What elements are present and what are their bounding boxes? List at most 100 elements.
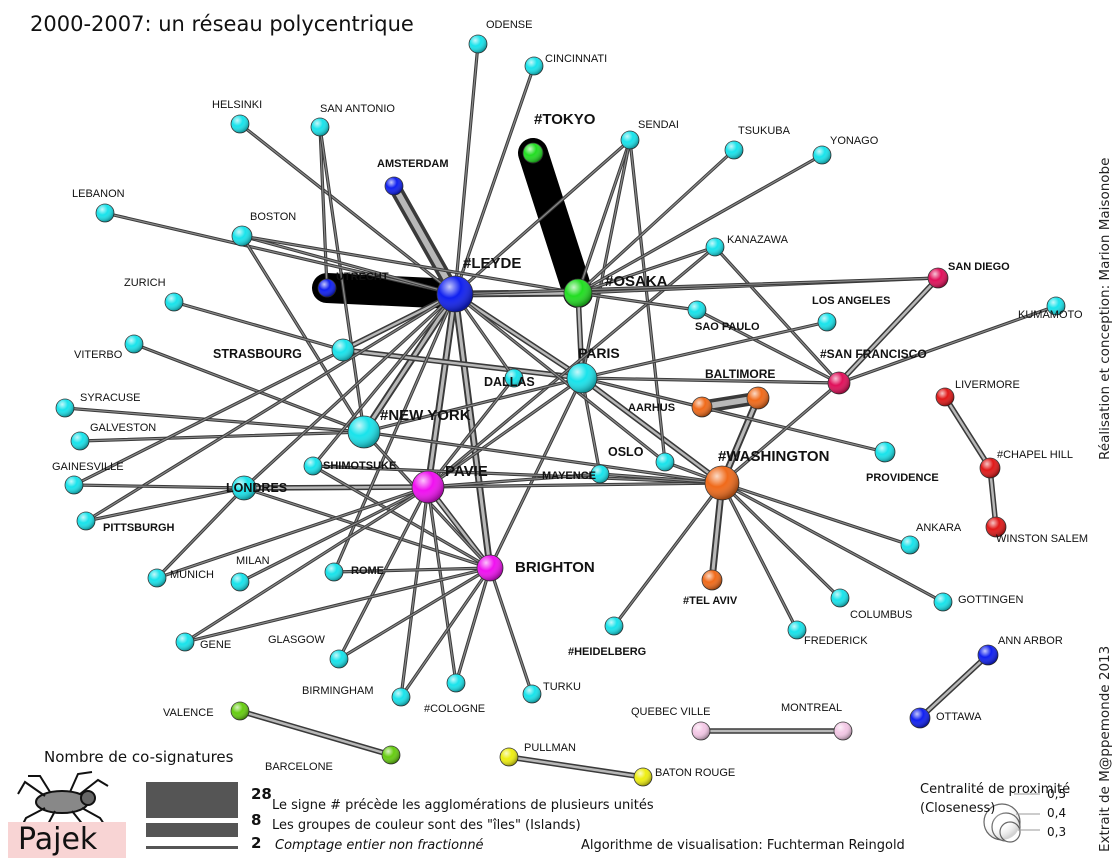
edge-highlight-pullman-baton_rouge xyxy=(507,755,645,779)
pajek-logo: Pajek xyxy=(18,822,98,857)
edge-highlight-pavie-cologne xyxy=(427,486,457,684)
label-providence: PROVIDENCE xyxy=(866,472,939,484)
label-san_antonio: SAN ANTONIO xyxy=(320,103,395,115)
node-shade-ann_arbor xyxy=(978,645,998,665)
legend-note-islands: Les groupes de couleur sont des "îles" (… xyxy=(272,818,581,833)
node-shade-munich xyxy=(148,569,166,587)
node-shade-strasbourg xyxy=(332,339,354,361)
edge-highlight-brighton-rome xyxy=(333,567,491,573)
edge-highlight-amsterdam-leyde xyxy=(391,183,458,297)
label-valence: VALENCE xyxy=(163,707,214,719)
label-zurich: ZURICH xyxy=(124,277,166,289)
edge-highlight-pavie-washington xyxy=(427,482,723,488)
node-shade-dallas xyxy=(505,369,523,387)
label-pittsburgh: PITTSBURGH xyxy=(103,522,175,534)
label-lebanon: LEBANON xyxy=(72,188,125,200)
node-shade-mayence xyxy=(591,465,609,483)
label-milan: MILAN xyxy=(236,555,270,567)
edge-highlight-sao_paulo-paris xyxy=(581,321,828,379)
edge-highlight-kanazawa-san_francisco xyxy=(714,246,840,384)
label-pavie: PAVIE xyxy=(445,463,488,480)
legend-bar-28 xyxy=(146,782,238,818)
edge-highlight-sendai-paris xyxy=(581,139,631,379)
edge-highlight-washington-mayence xyxy=(599,473,723,484)
edge-highlight-pittsburgh-leyde xyxy=(85,293,456,522)
label-boston: BOSTON xyxy=(250,211,296,223)
node-shade-brighton xyxy=(477,555,503,581)
edge-highlight-boston-osaka xyxy=(241,235,579,294)
edge-highlight-new_york-washington xyxy=(363,431,723,484)
edge-highlight-strasbourg-paris xyxy=(341,348,584,380)
label-heidelberg: #HEIDELBERG xyxy=(568,646,646,658)
edge-highlight-brighton-cologne xyxy=(455,567,491,684)
label-baton_rouge: BATON ROUGE xyxy=(655,767,735,779)
label-helsinki: HELSINKI xyxy=(212,99,262,111)
legend-bar-2 xyxy=(146,846,238,849)
edge-highlight-leyde-strasbourg xyxy=(341,292,457,352)
label-ankara: ANKARA xyxy=(916,522,962,534)
nodes-layer xyxy=(55,34,1066,787)
label-gottingen: GOTTINGEN xyxy=(958,594,1023,606)
label-londres: LONDRES xyxy=(226,481,287,495)
label-leyde: #LEYDE xyxy=(463,255,521,272)
node-shade-oslo xyxy=(656,453,674,471)
node-shade-cincinnati xyxy=(525,57,543,75)
label-aarhus: AARHUS xyxy=(628,402,675,414)
edge-highlight-londres-gainesville xyxy=(73,484,245,489)
edge-highlight-livermore-chapel_hill xyxy=(943,395,992,470)
edge-highlight-shimotsuke-brighton xyxy=(312,465,491,569)
edge-highlight-odense-leyde xyxy=(454,43,479,295)
node-shade-lebanon xyxy=(96,204,114,222)
label-chapel_hill: #CHAPEL HILL xyxy=(997,449,1073,461)
label-pullman: PULLMAN xyxy=(524,742,576,754)
edge-highlight-los_angeles-osaka xyxy=(577,292,698,311)
legend-closeness-05: 0,5 xyxy=(1047,787,1067,801)
edge-highlight-pavie-glasgow xyxy=(338,486,429,660)
label-tel_aviv: #TEL AVIV xyxy=(683,595,738,607)
label-sao_paulo: SAO PAULO xyxy=(695,321,760,333)
legend-closeness-03: 0,3 xyxy=(1047,825,1067,839)
label-yonago: YONAGO xyxy=(830,135,879,147)
legend-algorithm: Algorithme de visualisation: Fuchterman … xyxy=(581,838,905,853)
edge-highlight-londres-munich xyxy=(156,487,245,579)
legend-note-counting: Comptage entier non fractionné xyxy=(275,838,484,853)
label-san_diego: SAN DIEGO xyxy=(948,261,1010,273)
label-sendai: SENDAI xyxy=(638,119,679,131)
node-shade-aarhus xyxy=(692,397,712,417)
label-turku: TURKU xyxy=(543,681,581,693)
edge-highlight-paris-providence xyxy=(581,377,886,453)
edge-highlight-zurich-strasbourg xyxy=(173,301,344,351)
edge-highlight-londres-pavie xyxy=(242,485,430,490)
edge-highlight-brighton-birmingham xyxy=(400,567,491,698)
edge-highlight-paris-brighton xyxy=(489,377,583,569)
edge-highlight-leyde-pavie xyxy=(426,292,457,489)
edge-highlight-paris-pavie xyxy=(427,377,583,488)
node-shade-gainesville xyxy=(65,476,83,494)
label-galveston: GALVESTON xyxy=(90,422,156,434)
node-shade-turku xyxy=(523,685,541,703)
diagram-title: 2000-2007: un réseau polycentrique xyxy=(30,12,414,36)
edge-highlight-tsukuba-osaka xyxy=(577,149,735,294)
node-shade-galveston xyxy=(71,432,89,450)
edge-highlight-paris-mayence xyxy=(581,377,601,475)
node-shade-tsukuba xyxy=(725,141,743,159)
edge-highlight-brighton-glasgow xyxy=(338,567,491,660)
label-frederick: FREDERICK xyxy=(804,635,868,647)
node-shade-kumamoto xyxy=(1047,297,1065,315)
node-shade-columbus xyxy=(831,589,849,607)
label-munich: MUNICH xyxy=(170,569,214,581)
edge-highlight-londres-brighton xyxy=(243,487,491,569)
legend-bar-8 xyxy=(146,823,238,837)
node-shade-odense xyxy=(469,35,487,53)
node-shade-osaka xyxy=(564,279,592,307)
label-barcelone: BARCELONE xyxy=(265,761,333,773)
node-shade-pullman xyxy=(500,748,518,766)
node-shade-winston_salem xyxy=(986,517,1006,537)
node-shade-frederick xyxy=(788,621,806,639)
edge-highlight-leyde-shimotsuke xyxy=(312,293,456,467)
label-baltimore: BALTIMORE xyxy=(705,367,775,381)
edge-highlight-londres-pittsburgh xyxy=(85,487,245,522)
edge-highlight-pavie-birmingham xyxy=(400,486,429,698)
